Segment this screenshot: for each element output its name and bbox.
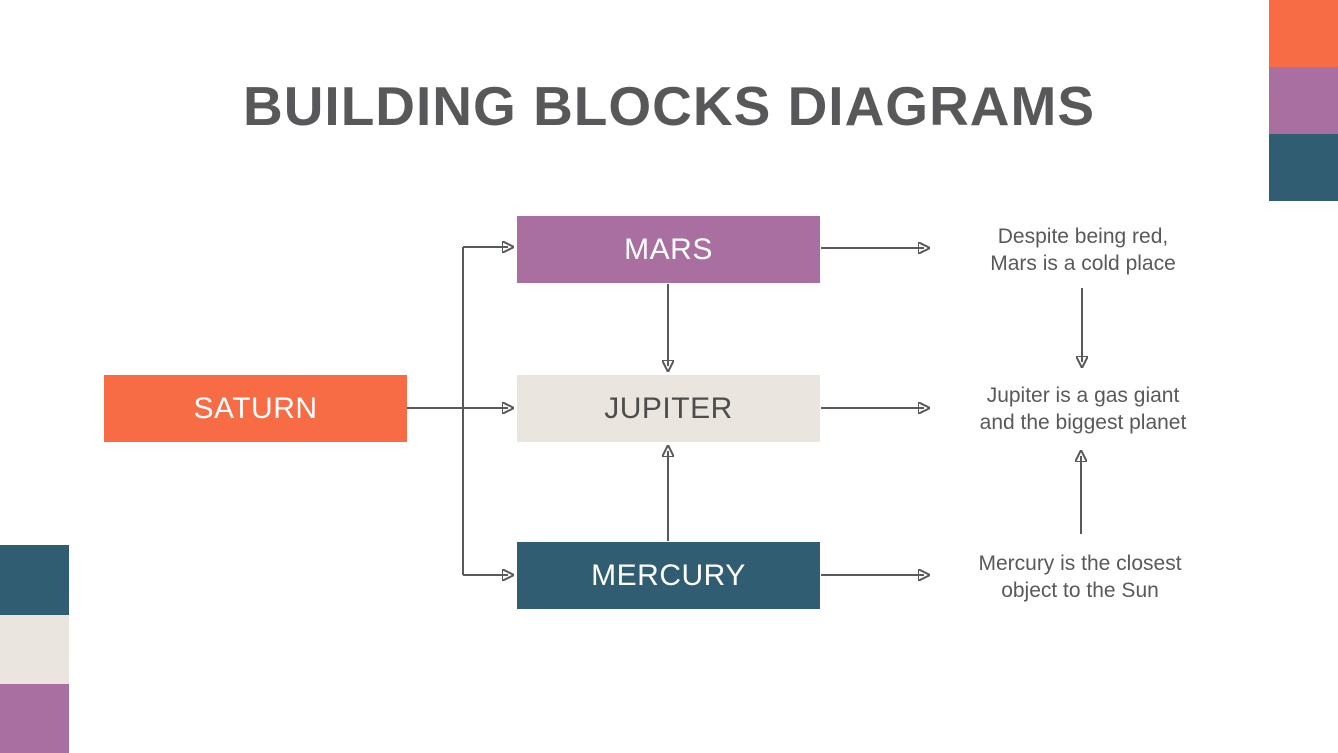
note-jupiter: Jupiter is a gas giant and the biggest p… [979,384,1187,434]
swatch-purple [1269,67,1338,134]
swatch-beige [0,615,69,684]
block-mars: MARS [517,216,820,283]
note-mars: Despite being red, Mars is a cold place [990,225,1176,275]
swatch-purple [0,684,69,753]
corner-decoration-top-right [1269,0,1338,201]
block-mercury: MERCURY [517,542,820,609]
block-saturn-label: SATURN [193,391,318,425]
swatch-teal [1269,134,1338,201]
corner-decoration-bottom-left [0,545,69,753]
swatch-orange [1269,0,1338,67]
block-mars-label: MARS [624,232,713,266]
note-mercury: Mercury is the closest object to the Sun [978,552,1182,602]
swatch-teal [0,545,69,615]
block-mercury-label: MERCURY [591,558,746,592]
block-jupiter-label: JUPITER [604,391,733,425]
slide-title: BUILDING BLOCKS DIAGRAMS [242,75,1096,137]
block-saturn: SATURN [104,375,407,442]
block-jupiter: JUPITER [517,375,820,442]
